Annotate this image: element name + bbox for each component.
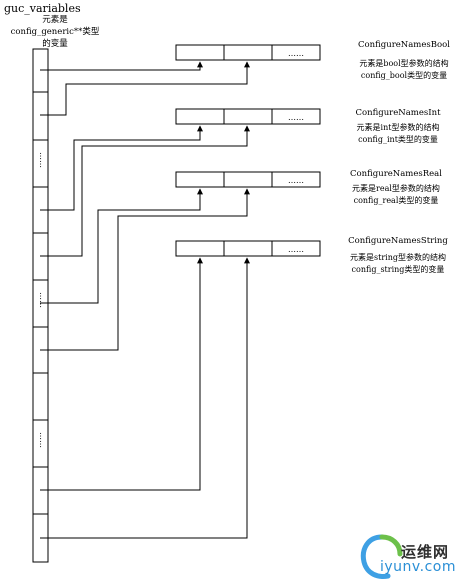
table-desc-bool-line-2: config_bool类型的变量: [360, 71, 448, 80]
guc-variables-description: 元素是 config_generic**类型 的变量: [0, 14, 110, 50]
guc-desc-line-3: 的变量: [42, 39, 68, 49]
arrow-real-second: [40, 188, 250, 351]
arrow-int-second: [40, 125, 250, 257]
configure-names-real-table: ……: [175, 171, 321, 188]
table-outline: [175, 108, 321, 125]
connector-arrows: [40, 61, 250, 539]
table-outline: [175, 240, 321, 257]
table-outline: [175, 171, 321, 188]
arrow-bool-first: [40, 61, 203, 71]
table-desc-string-line-1: 元素是string型参数的结构: [350, 253, 446, 262]
table-desc-int-line-1: 元素是int型参数的结构: [356, 123, 440, 132]
array-ellipsis-3: ……: [38, 432, 47, 448]
table-outline: [175, 44, 321, 61]
diagram-title: guc_variables: [4, 2, 81, 15]
watermark-brand: 运维网: [401, 543, 450, 561]
table-ellipsis: ……: [288, 113, 304, 122]
watermark-logo-icon: [360, 534, 403, 579]
arrow-string-first: [40, 257, 203, 491]
guc-desc-line-1: 元素是: [42, 15, 68, 25]
arrow-real-first: [40, 188, 203, 304]
table-desc-real-line-2: config_real类型的变量: [353, 196, 439, 205]
table-desc-bool-line-1: 元素是bool型参数的结构: [359, 59, 449, 68]
guc-variables-array: …… …… ……: [32, 48, 49, 563]
arrow-int-first: [40, 125, 203, 211]
configure-names-int-table: ……: [175, 108, 321, 125]
table-ellipsis: ……: [288, 245, 304, 254]
table-desc-int-line-2: config_int类型的变量: [358, 135, 438, 144]
guc-desc-line-2: config_generic**类型: [10, 27, 100, 37]
table-name-real: ConfigureNamesReal: [350, 169, 442, 179]
configure-names-bool-table: ……: [175, 44, 321, 61]
table-ellipsis: ……: [288, 49, 304, 58]
table-desc-real: 元素是real型参数的结构 config_real类型的变量: [336, 183, 456, 207]
table-desc-real-line-1: 元素是real型参数的结构: [352, 184, 440, 193]
table-name-string: ConfigureNamesString: [348, 236, 448, 246]
configure-names-string-table: ……: [175, 240, 321, 257]
watermark-url: iyunv.com: [380, 559, 456, 575]
table-desc-int: 元素是int型参数的结构 config_int类型的变量: [338, 122, 458, 146]
table-name-bool: ConfigureNamesBool: [358, 40, 450, 50]
table-desc-bool: 元素是bool型参数的结构 config_bool类型的变量: [344, 58, 464, 82]
table-name-int: ConfigureNamesInt: [355, 108, 441, 118]
array-outline: [32, 48, 49, 563]
table-desc-string: 元素是string型参数的结构 config_string类型的变量: [336, 252, 460, 276]
arrow-bool-second: [40, 61, 250, 116]
array-ellipsis-2: ……: [38, 292, 47, 308]
table-desc-string-line-2: config_string类型的变量: [351, 265, 445, 274]
table-ellipsis: ……: [288, 176, 304, 185]
arrow-string-second: [40, 257, 250, 539]
array-ellipsis-1: ……: [38, 152, 47, 168]
